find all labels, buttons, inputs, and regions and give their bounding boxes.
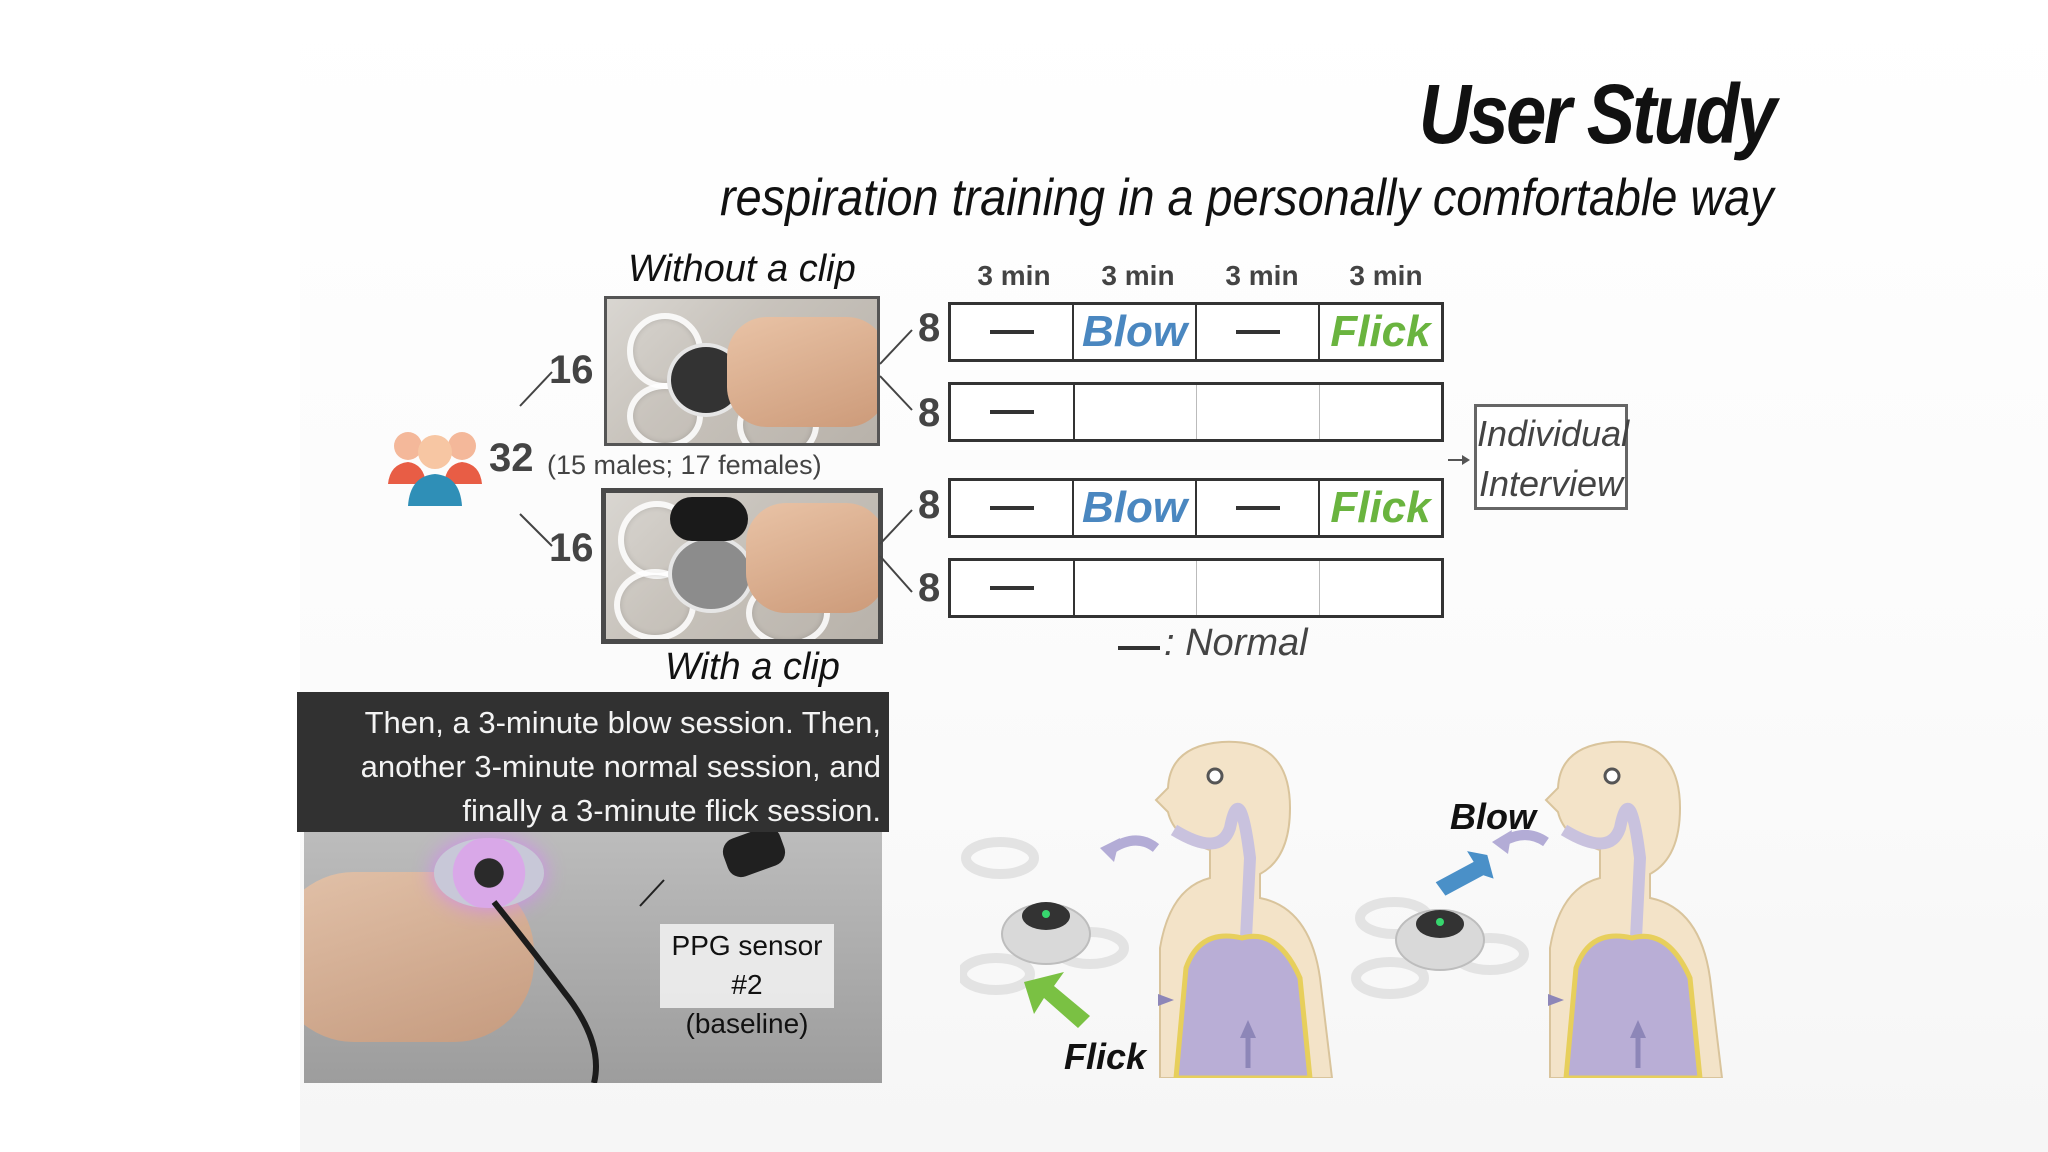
duration-label-4: 3 min [1349,260,1423,291]
interview-line-2: Interview [1478,463,1624,504]
legend-normal: : Normal [1164,622,1308,664]
normal-cell [951,385,1075,439]
interview-line-1: Individual [1477,413,1630,454]
duration-label-3: 3 min [1225,260,1299,291]
schedule-row [948,558,1444,618]
individual-interview-box: Individual Interview [1474,404,1630,510]
slide-subtitle: respiration training in a personally com… [720,169,1774,227]
blow-cell: Blow [1074,305,1197,359]
group-with-clip-count: 16 [549,526,594,570]
row-count-4: 8 [918,566,941,610]
arrow-right-icon [1448,455,1470,465]
participant-breakdown: (15 males; 17 females) [547,450,822,480]
caption-line-3: finally a 3-minute flick session. [462,793,881,828]
ppg-label-line-2: (baseline) [685,1008,809,1039]
row-count-1: 8 [918,306,941,350]
caption-line-1: Then, a 3-minute blow session. Then, [364,705,881,740]
schedule-row [948,382,1444,442]
slide-title: User Study [1418,67,1776,161]
normal-dash [1235,330,1280,334]
normal-dash [989,410,1034,414]
schedule-row: Blow Flick [948,478,1444,538]
hand [727,317,877,427]
clip [670,497,748,541]
normal-cell [951,305,1074,359]
normal-cell [951,561,1075,615]
caption-line-2: another 3-minute normal session, and [360,749,881,784]
group-without-clip-count: 16 [549,348,594,392]
normal-dash [989,506,1034,510]
empty-cell [1075,561,1197,615]
device-photo-without-clip [604,296,880,446]
normal-cell [1197,305,1320,359]
empty-cell [1197,561,1320,615]
empty-cell [1320,385,1442,439]
branch-lines [519,371,553,547]
empty-cell [1075,385,1197,439]
normal-dash [989,330,1034,334]
normal-cell [1197,481,1320,535]
duration-label-2: 3 min [1101,260,1175,291]
flick-cell: Flick [1330,307,1431,356]
hand [746,503,878,613]
users-group-icon [388,432,482,506]
row-count-3: 8 [918,483,941,527]
video-caption: Then, a 3-minute blow session. Then, ano… [297,692,889,832]
empty-cell [1320,561,1442,615]
ppg-sensor-label: PPG sensor #2 (baseline) [660,924,834,1039]
schedule-row: Blow Flick [948,302,1444,362]
normal-cell [951,481,1074,535]
flick-cell: Flick [1330,483,1431,532]
blow-label: Blow [1450,796,1536,837]
row-count-2: 8 [918,391,941,435]
legend-dash [1118,646,1160,650]
blow-cell: Blow [1074,481,1197,535]
flick-label: Flick [1064,1036,1147,1077]
duration-label-1: 3 min [977,260,1051,291]
flick-illustration [960,740,1334,1078]
normal-dash [989,586,1034,590]
device-cable [491,879,665,1083]
ppg-label-line-1: PPG sensor #2 [671,930,823,1000]
row-branch-lines [879,329,913,593]
blow-illustration [1351,740,1724,1078]
device-core [668,535,754,613]
normal-dash [1235,506,1280,510]
empty-cell [1197,385,1320,439]
without-clip-label: Without a clip [628,248,856,290]
with-clip-label: With a clip [665,646,840,688]
participant-total: 32 [489,436,534,480]
device-photo-with-clip [601,488,883,644]
glowing-device [434,838,544,908]
